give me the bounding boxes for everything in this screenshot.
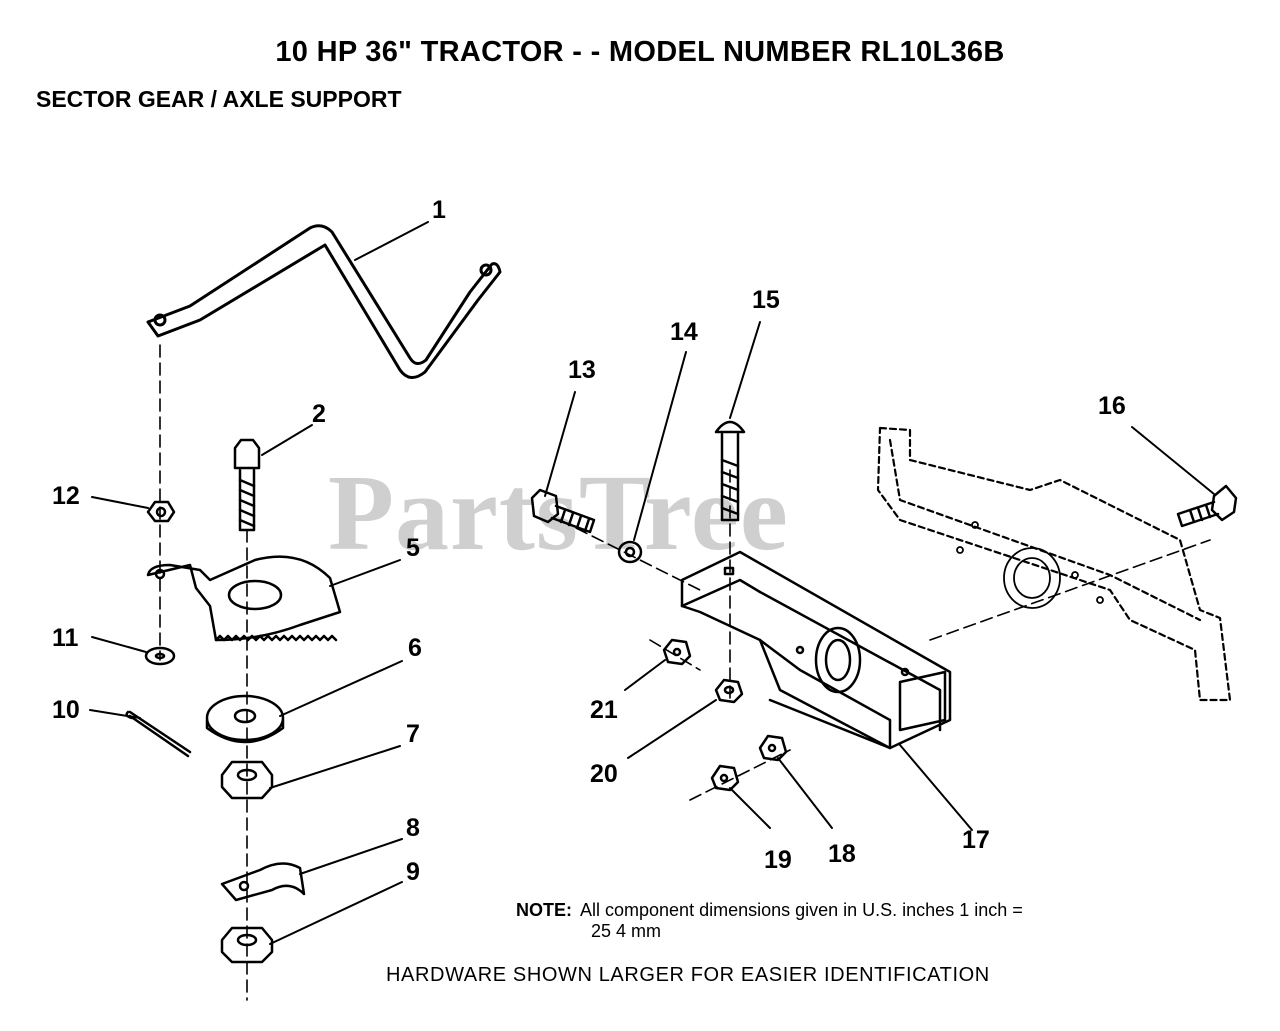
callout-8: 8 — [406, 814, 420, 842]
note-line-2: 25 4 mm — [591, 921, 662, 941]
callout-1: 1 — [432, 196, 446, 224]
callout-6: 6 — [408, 634, 422, 662]
bolt-part-2 — [233, 438, 261, 532]
washer-part-11 — [144, 646, 176, 666]
washer-part-14 — [617, 540, 643, 564]
note-line-1: All component dimensions given in U.S. i… — [580, 900, 1023, 920]
bolt-part-16 — [1176, 484, 1238, 528]
frame-detail — [956, 521, 1104, 609]
spacer-part-6 — [205, 694, 285, 744]
callout-9: 9 — [406, 858, 420, 886]
drag-link-part — [146, 224, 502, 379]
callout-2: 2 — [312, 400, 326, 428]
nut-part-18 — [758, 734, 788, 762]
cotter-pin-part — [125, 710, 192, 758]
callout-15: 15 — [752, 286, 780, 314]
page-title: 10 HP 36" TRACTOR - - MODEL NUMBER RL10L… — [275, 36, 1005, 68]
callout-18: 18 — [828, 840, 856, 868]
callout-11: 11 — [52, 624, 79, 652]
hardware-note: HARDWARE SHOWN LARGER FOR EASIER IDENTIF… — [386, 964, 990, 986]
callout-5: 5 — [406, 534, 420, 562]
nut-part-12 — [146, 500, 176, 523]
callout-10: 10 — [52, 696, 80, 724]
callout-20: 20 — [590, 760, 618, 788]
callout-13: 13 — [568, 356, 596, 384]
callout-14: 14 — [670, 318, 698, 346]
bolt-part-13 — [530, 488, 596, 534]
nut-part-9 — [220, 926, 274, 964]
axle-support-part — [680, 550, 952, 750]
nut-part-21 — [662, 638, 692, 666]
leader-lines — [89, 221, 1215, 945]
dimension-note: NOTE: All component dimensions given in U… — [516, 900, 1023, 942]
callout-19: 19 — [764, 846, 792, 874]
frame-part — [876, 426, 1232, 702]
callout-21: 21 — [590, 696, 618, 724]
callout-7: 7 — [406, 720, 420, 748]
sector-gear-part — [146, 555, 342, 642]
callout-16: 16 — [1098, 392, 1126, 420]
nut-part-20 — [714, 678, 744, 704]
note-label: NOTE: — [516, 900, 572, 920]
page-subtitle: SECTOR GEAR / AXLE SUPPORT — [36, 86, 402, 112]
callout-17: 17 — [962, 826, 990, 854]
nut-part-19 — [710, 764, 740, 792]
carriage-bolt-part-15 — [714, 420, 746, 522]
callout-12: 12 — [52, 482, 80, 510]
clip-part-8 — [220, 862, 306, 902]
